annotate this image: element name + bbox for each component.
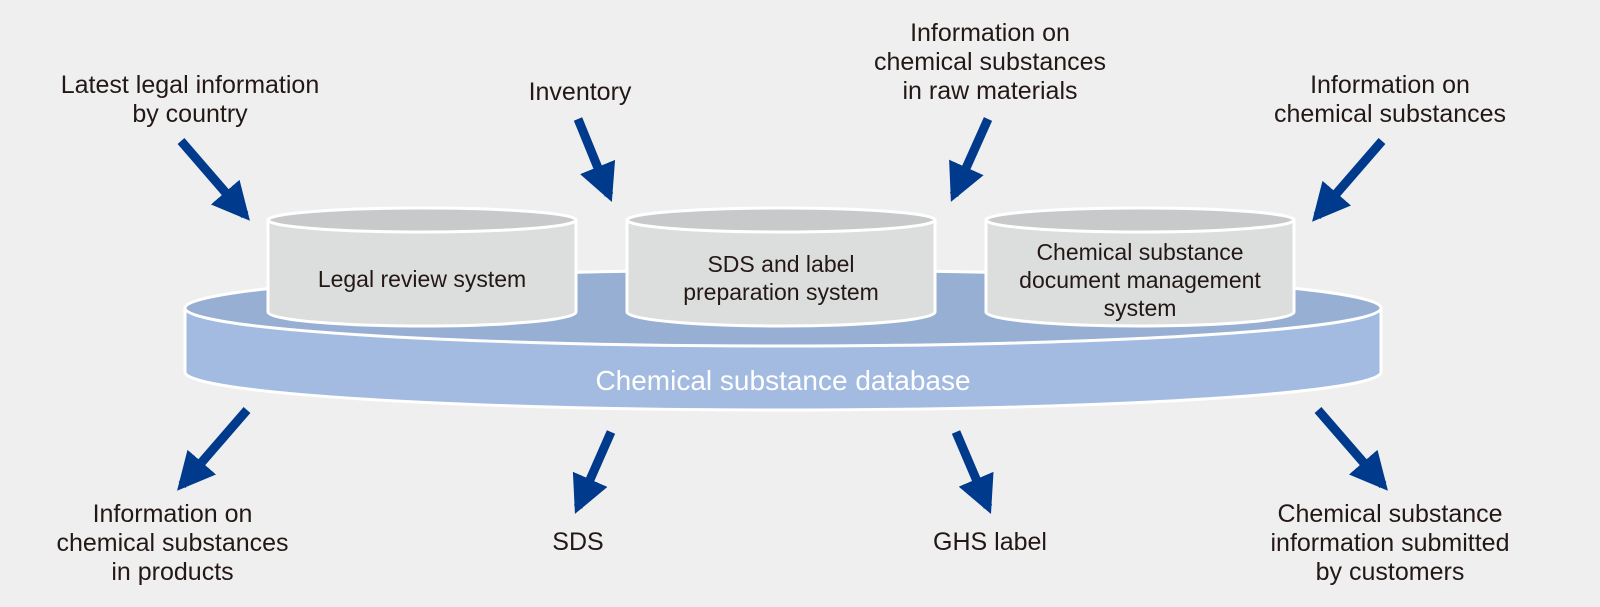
arrow-down-icon	[573, 117, 616, 203]
input-label-inventory: Inventory	[528, 78, 632, 106]
arrow-down-left-icon	[1312, 138, 1386, 222]
output-label-ghs-label: GHS label	[933, 528, 1047, 556]
arrow-down-right-icon	[1314, 407, 1388, 491]
output-label-customers: Chemical substance information submitted…	[1270, 500, 1510, 586]
legal-review-system-label: Legal review system	[317, 266, 527, 292]
input-label-legal-information: Latest legal information by country	[60, 71, 320, 128]
database-label: Chemical substance database	[595, 365, 971, 396]
document-management-system-label: Chemical substance document management s…	[1019, 239, 1261, 321]
sds-label-system-cylinder	[625, 206, 937, 328]
arrow-down-left-icon	[949, 117, 993, 202]
sds-label-system-label: SDS and label preparation system	[683, 251, 879, 305]
arrow-down-right-icon	[177, 138, 250, 221]
arrow-down-left-icon	[177, 407, 251, 491]
input-label-raw-materials: Information on chemical substances in ra…	[873, 19, 1107, 105]
document-management-system-cylinder	[984, 206, 1296, 328]
arrow-down-icon	[572, 430, 616, 514]
input-label-chemical-substances: Information on chemical substances	[1273, 71, 1507, 128]
output-label-products: Information on chemical substances in pr…	[56, 500, 289, 586]
legal-review-system-cylinder	[266, 206, 578, 328]
output-label-sds: SDS	[552, 528, 604, 556]
arrow-down-icon	[951, 430, 994, 514]
